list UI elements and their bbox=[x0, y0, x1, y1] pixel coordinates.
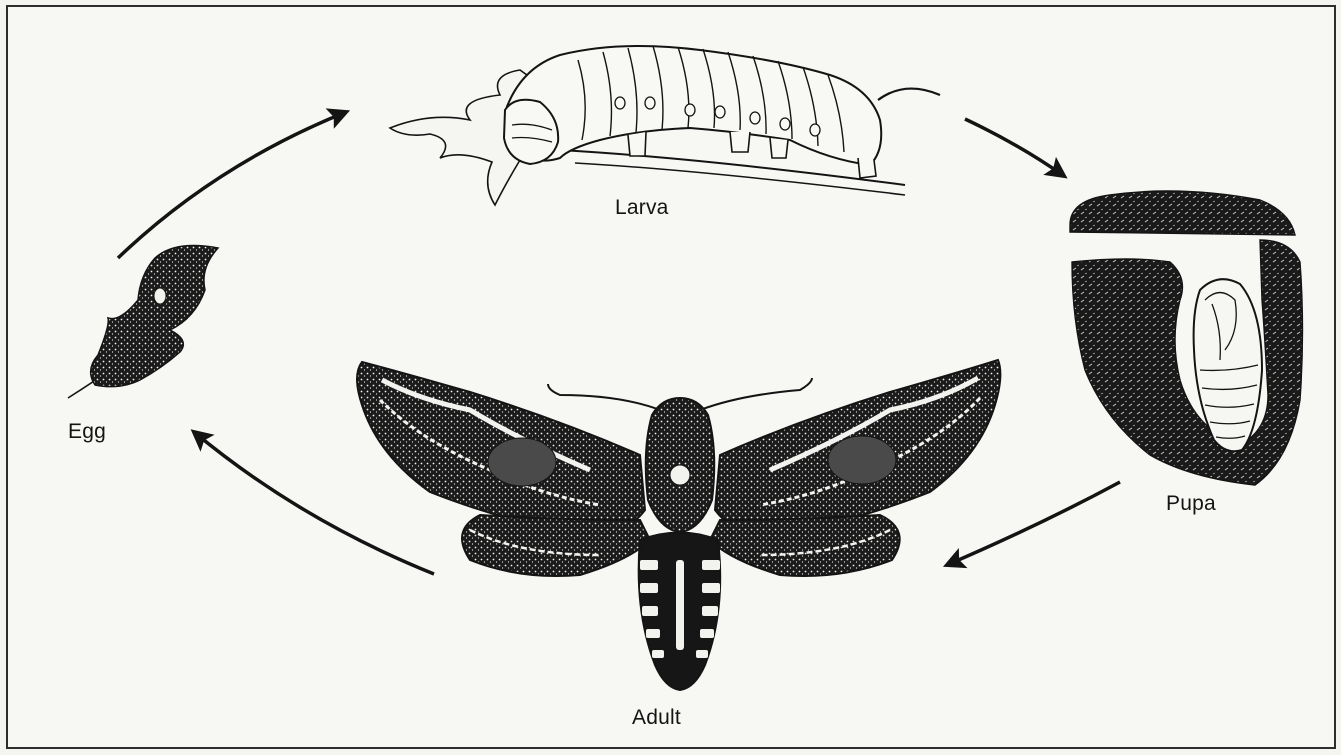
arrow-larva-to-pupa bbox=[965, 119, 1064, 176]
stage-label-pupa: Pupa bbox=[1166, 492, 1216, 516]
hawk-moth-icon bbox=[357, 360, 1000, 690]
caterpillar-icon bbox=[390, 46, 940, 205]
egg-on-leaf-icon bbox=[68, 246, 218, 398]
stage-label-adult: Adult bbox=[632, 706, 681, 730]
stage-label-larva: Larva bbox=[615, 196, 669, 220]
stage-label-egg: Egg bbox=[68, 420, 106, 444]
arrow-pupa-to-adult bbox=[947, 482, 1120, 565]
pupa-in-soil-icon bbox=[1070, 191, 1303, 485]
arrow-egg-to-larva bbox=[118, 112, 346, 258]
